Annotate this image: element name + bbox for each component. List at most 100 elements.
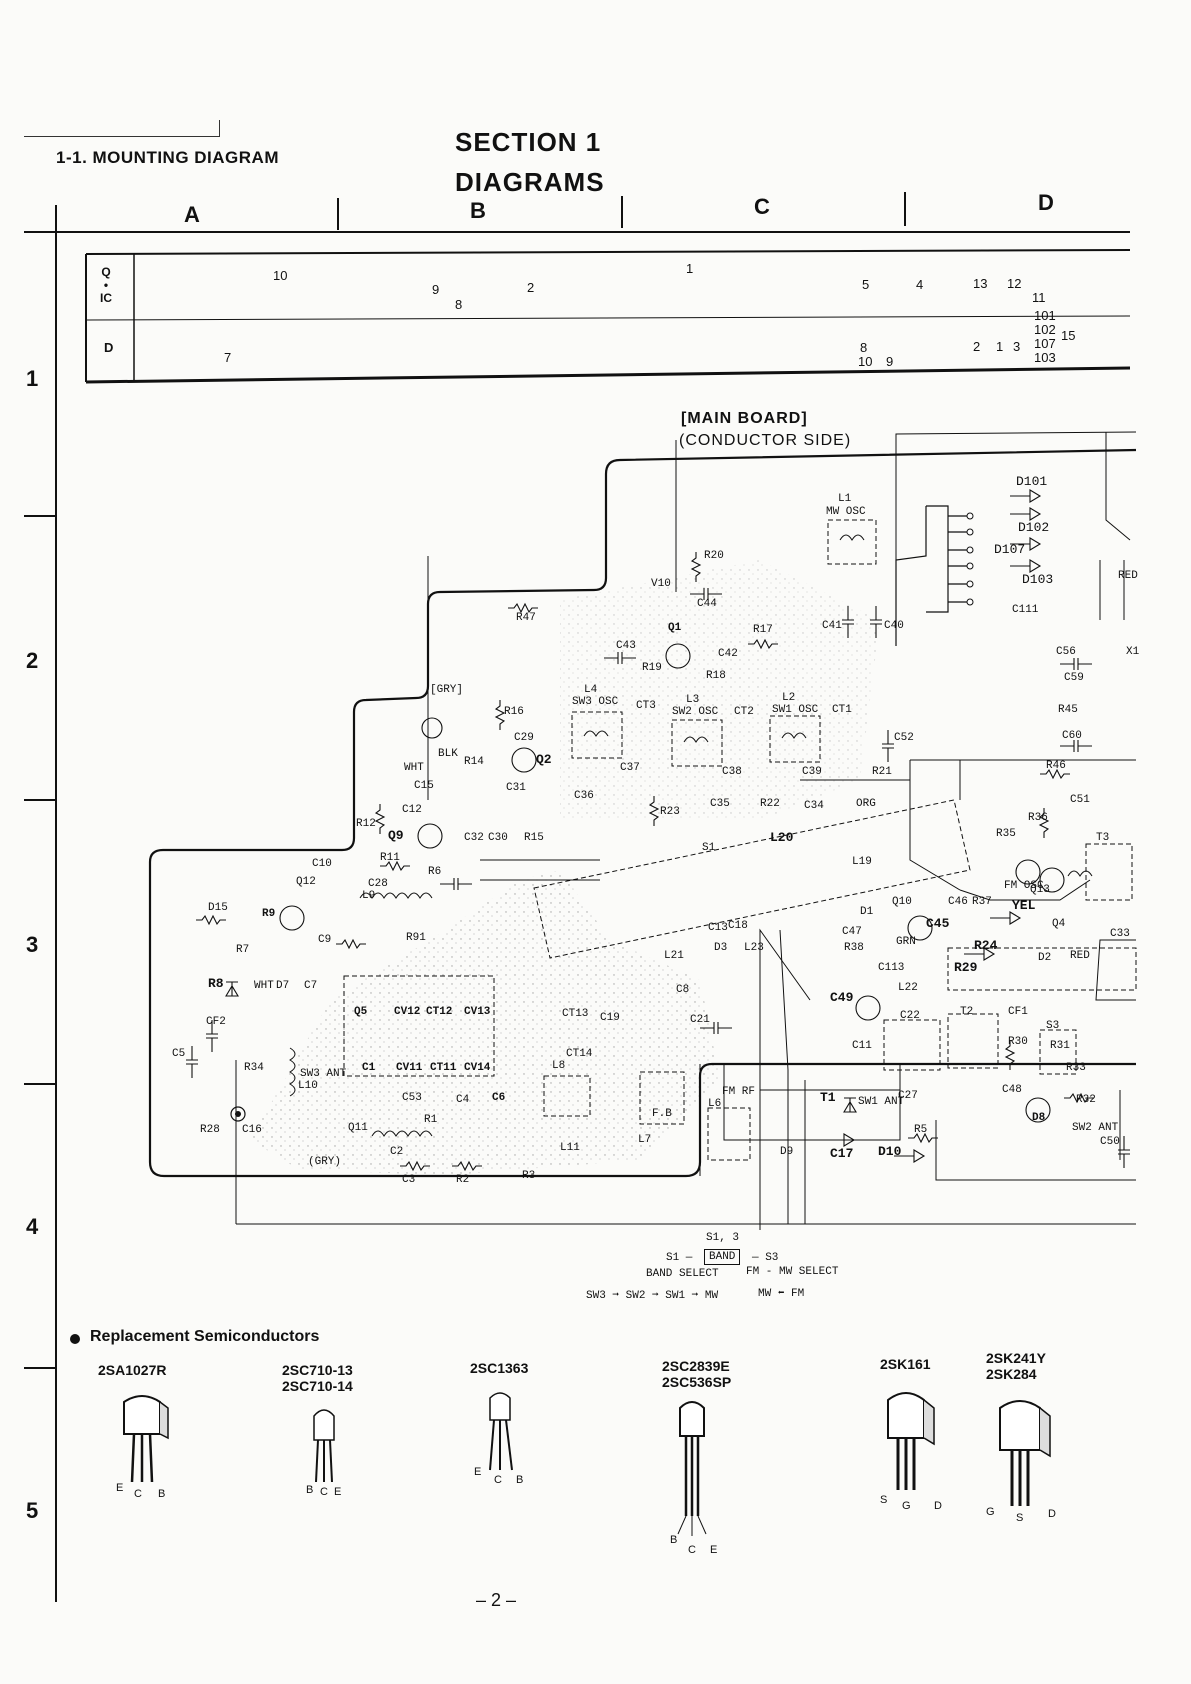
component-label: R28 [200,1124,220,1136]
component-label: D10 [878,1144,902,1159]
component-label: WHT [254,980,274,992]
component-label: T3 [1096,832,1110,844]
component-label: S1 [702,842,716,854]
index-d-entry: 107 [1034,336,1056,351]
page-number: – 2 – [476,1590,517,1610]
component-label: C33 [1110,928,1130,940]
component-label: R19 [642,662,662,674]
index-q-entry: 4 [916,277,924,292]
component-label: BLK [438,748,458,760]
component-label: D103 [1022,572,1054,587]
component-label: C49 [830,990,854,1005]
pin-label: B [516,1474,524,1486]
index-row-q-ic-label: Q • IC [100,265,112,305]
row-label-5: 5 [26,1498,39,1523]
component-label: C3 [402,1174,416,1186]
pin-label: B [670,1534,678,1546]
component-label: C11 [852,1040,872,1052]
coil-l1 [827,519,877,565]
component-label: Q11 [348,1122,368,1134]
pin-label: C [688,1544,696,1556]
component-label: FM RF [722,1086,756,1098]
pin-label: E [710,1544,718,1556]
component-label: R17 [753,624,773,636]
component-label: GRN [896,936,916,948]
component-label: L4 [584,684,598,696]
component-label: L2 [782,692,796,704]
component-label: MW OSC [826,506,866,518]
pin-label: E [116,1482,124,1494]
switch-bank [533,799,971,959]
index-d-entry: 101 [1034,308,1056,323]
component-label: C18 [728,920,748,932]
part-name: 2SA1027R [98,1362,167,1378]
component-label: L1 [838,493,852,505]
pin-label: G [902,1500,911,1512]
component-label: CV11 [396,1062,423,1074]
board-outline [148,448,1137,1178]
component-label: L22 [898,982,918,994]
component-label: R31 [1050,1040,1070,1052]
component-label: D102 [1018,520,1050,535]
component-label: R91 [406,932,426,944]
index-d-entry: 9 [886,354,894,369]
component-label: C111 [1012,604,1039,616]
component-label: L21 [664,950,684,962]
component-label: CF2 [206,1016,226,1028]
component-label: R29 [954,960,978,975]
component-label: R9 [262,908,276,920]
component-label: C7 [304,980,318,992]
row-label-1: 1 [26,366,39,391]
transistor-package-icon [489,1392,513,1471]
pin-label: E [474,1466,482,1478]
component-label: C43 [616,640,636,652]
component-label: R37 [972,896,992,908]
fm-mw-select-label: FM - MW SELECT [746,1266,839,1278]
coil-l8 [543,1075,591,1117]
transistor-package-icon [677,1401,707,1536]
component-label: FM OSC [1004,880,1044,892]
component-label: C53 [402,1092,422,1104]
index-q-entry: 1 [686,261,694,276]
component-label: SW2 OSC [672,706,719,718]
component-label: D8 [1032,1112,1046,1124]
sw-band-sequence: SW3 ➞ SW2 ➞ SW1 ➞ MW [586,1290,719,1302]
switch-s3-label: — S3 [752,1252,779,1264]
index-d-entry: 102 [1034,322,1056,337]
component-label: Q2 [536,752,552,767]
row-label-4: 4 [26,1214,39,1239]
index-d-entry: 7 [224,350,232,365]
coil-l6 [707,1107,751,1161]
part-name: 2SC710-13 2SC710-14 [282,1362,353,1394]
component-label: R38 [844,942,864,954]
component-label: R47 [516,612,536,624]
component-label: CT1 [832,704,852,716]
part-name: 2SC1363 [470,1360,529,1376]
index-q-entry: 10 [273,268,288,283]
component-label: V10 [651,578,671,590]
component-label: L8 [552,1060,566,1072]
component-label: CT2 [734,706,754,718]
row-label-3: 3 [26,932,39,957]
column-label-a: A [184,202,200,227]
coil-t3 [1085,843,1133,901]
component-label: R8 [208,976,224,991]
component-label: C16 [242,1124,262,1136]
component-label: R35 [996,828,1016,840]
component-label: C30 [488,832,508,844]
index-row-d-label: D [104,340,114,355]
component-label: D1 [860,906,874,918]
component-label: C15 [414,780,434,792]
component-label: C35 [710,798,730,810]
column-label-b: B [470,198,486,223]
component-label: C2 [390,1146,404,1158]
component-label: R21 [872,766,892,778]
component-label: C46 [948,896,968,908]
component-label: X1 [1126,646,1140,658]
component-label: R11 [380,852,400,864]
component-label: C38 [722,766,742,778]
component-label: D2 [1038,952,1052,964]
component-label: C47 [842,926,862,938]
variable-cap-bank [343,975,495,1077]
component-label: CV14 [464,1062,491,1074]
